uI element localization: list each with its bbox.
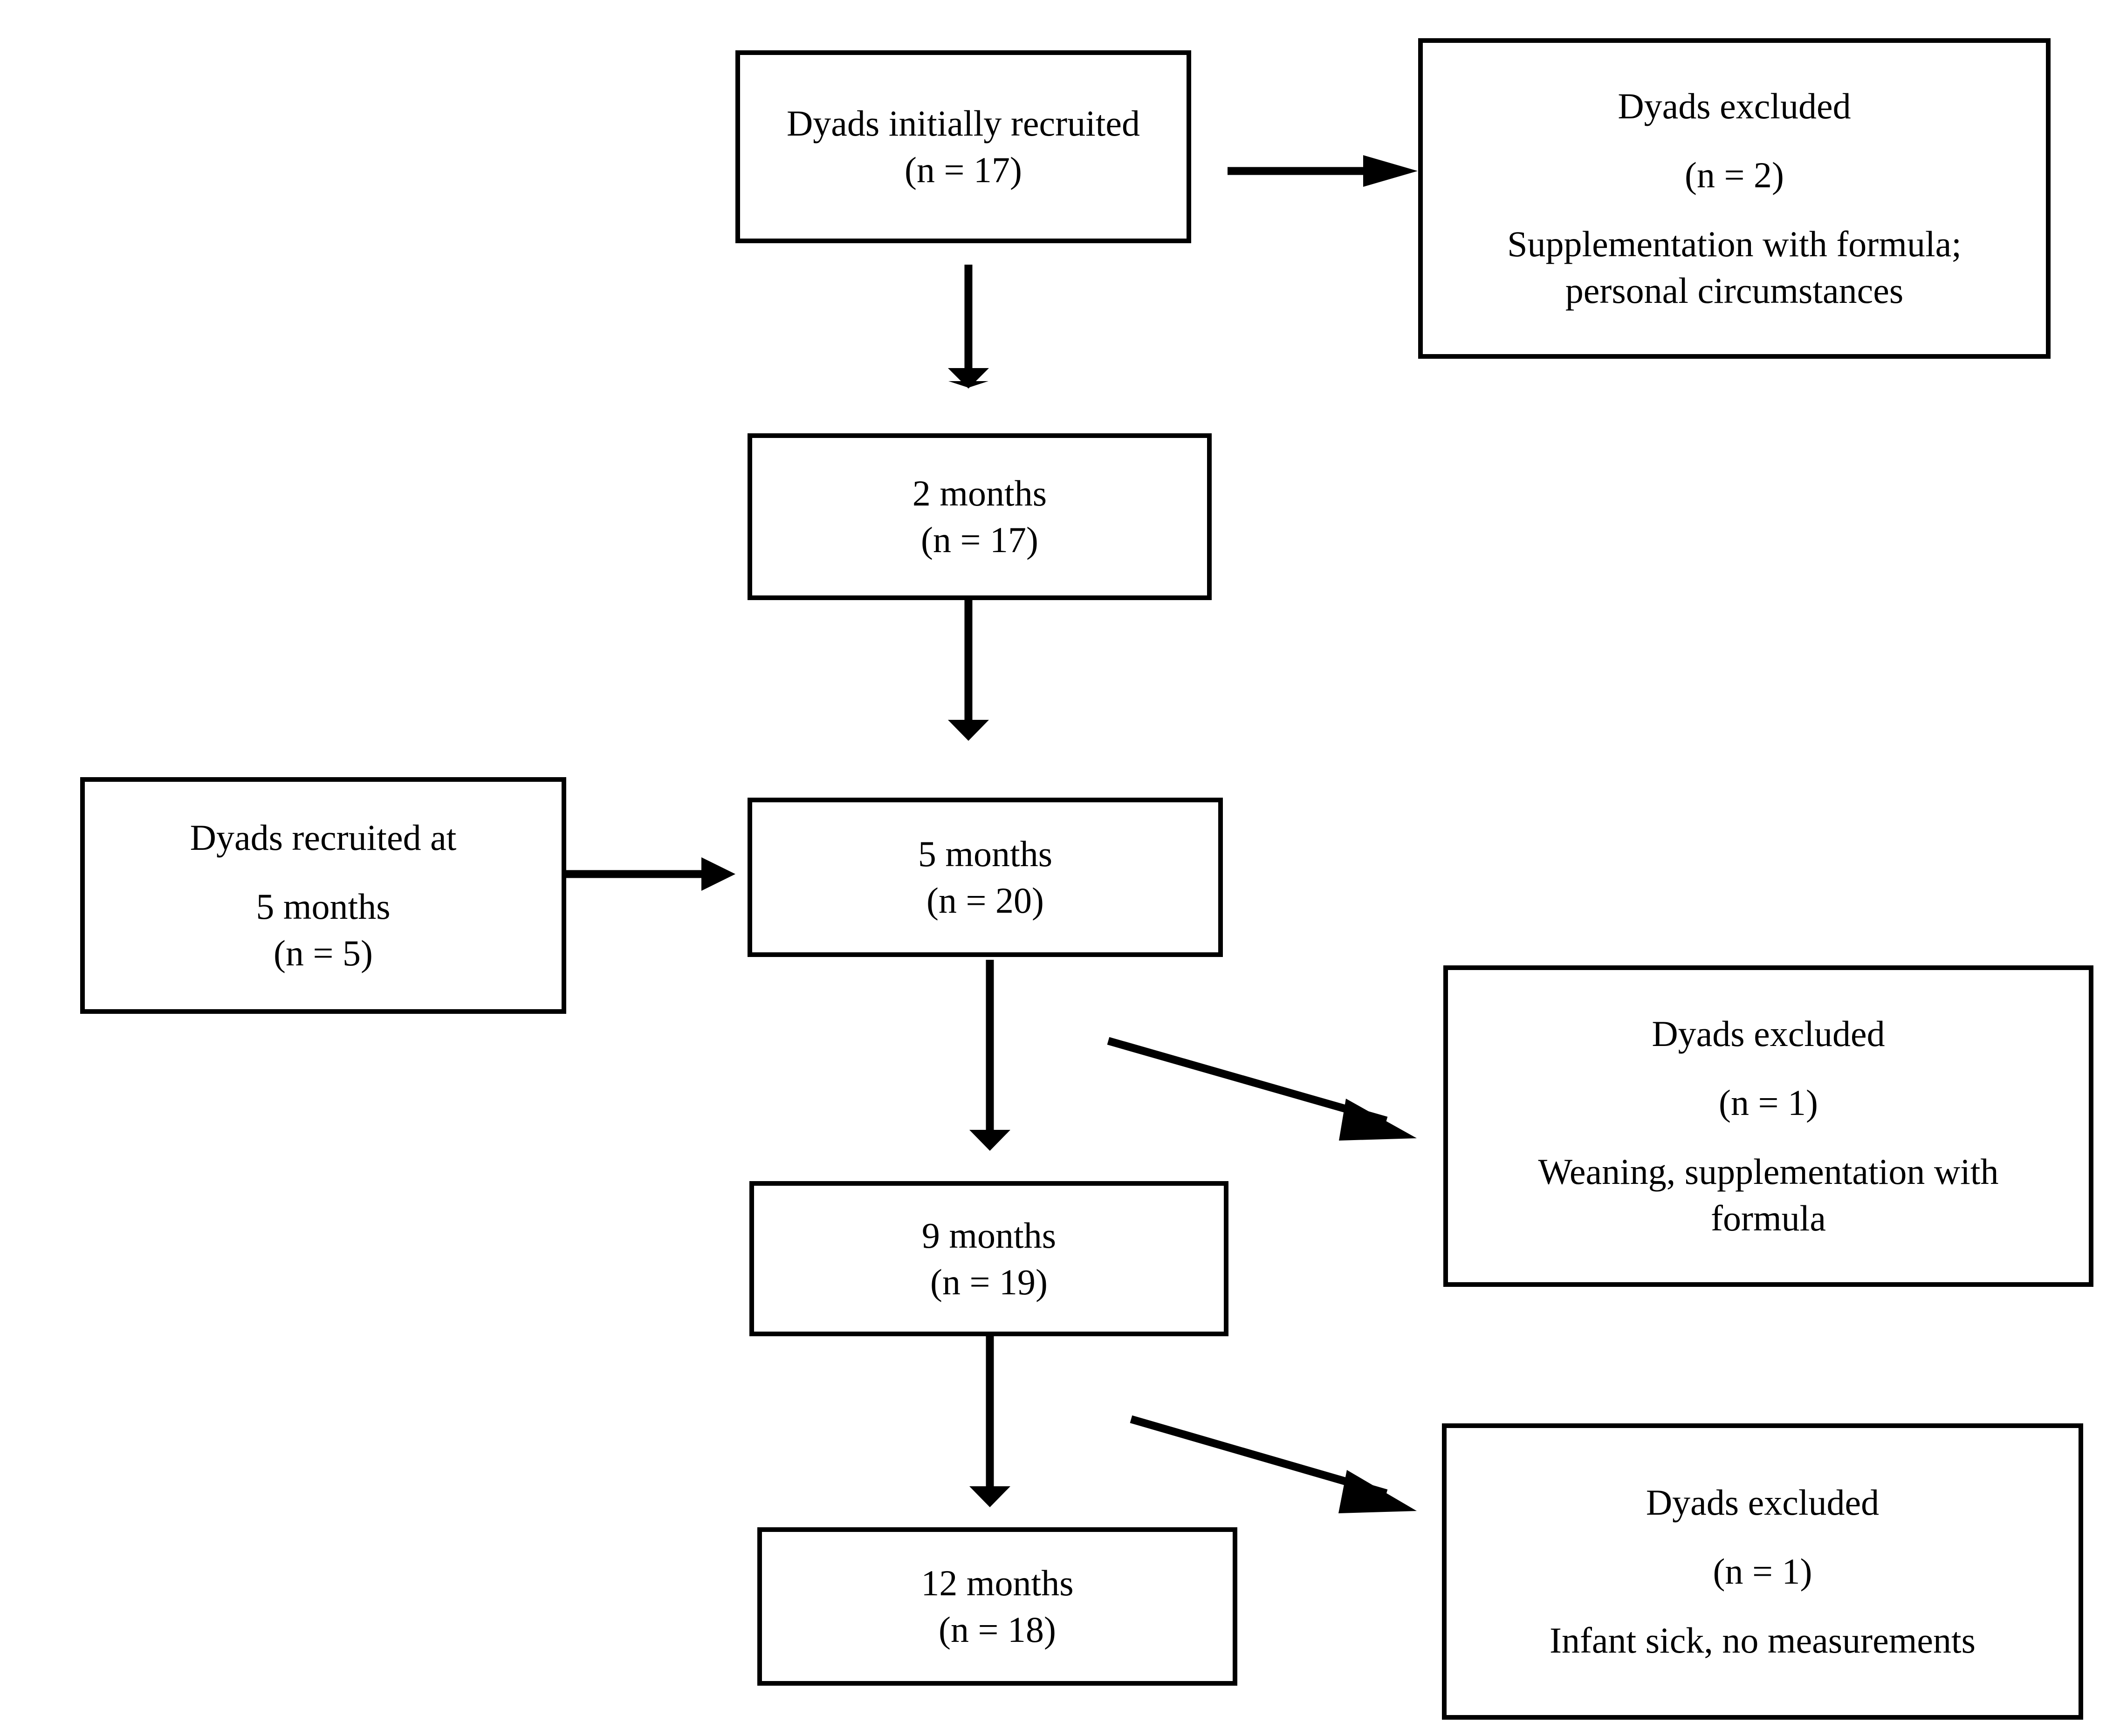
node-line: (n = 1) [1713,1551,1812,1592]
node-dyads-recruited-at-5-months[interactable]: Dyads recruited at 5 months (n = 5) [80,777,566,1014]
node-line: formula [1711,1198,1826,1239]
node-timepoint-5-months[interactable]: 5 months (n = 20) [748,798,1223,957]
node-line: (n = 20) [926,880,1044,921]
node-line: Dyads excluded [1618,85,1851,126]
arrow-recruited-to-excluded-baseline [1228,155,1418,187]
arrow-5-months-to-9-months [969,960,1010,1151]
node-dyads-excluded-baseline[interactable]: Dyads excluded (n = 2) Supplementation w… [1418,38,2051,359]
node-line: Supplementation with formula; [1507,224,1962,265]
node-timepoint-2-months[interactable]: 2 months (n = 17) [748,433,1212,600]
node-line: Dyads recruited at [190,817,457,858]
node-line: (n = 1) [1719,1082,1818,1123]
node-line: Dyads excluded [1652,1013,1885,1054]
arrow-5-months-to-excluded-weaning [1107,1037,1417,1141]
node-line: 12 months [921,1563,1074,1604]
node-line: 2 months [912,473,1047,514]
node-line: Infant sick, no measurements [1549,1620,1976,1661]
node-timepoint-12-months[interactable]: 12 months (n = 18) [757,1527,1237,1686]
node-dyads-excluded-weaning[interactable]: Dyads excluded (n = 1) Weaning, suppleme… [1443,965,2093,1287]
arrow-2-months-to-5-months [948,600,989,741]
node-line: Dyads excluded [1646,1482,1880,1523]
node-line: 5 months [918,834,1053,875]
node-line: (n = 19) [930,1261,1048,1302]
node-line: Weaning, supplementation with [1538,1151,1999,1192]
node-line: (n = 5) [274,933,373,974]
arrow-9-months-to-12-months [969,1336,1010,1507]
node-line: (n = 17) [921,519,1038,560]
node-line: 5 months [256,886,391,927]
arrow-9-months-to-excluded-sick [1130,1415,1417,1513]
node-timepoint-9-months[interactable]: 9 months (n = 19) [749,1181,1228,1336]
node-dyads-initially-recruited[interactable]: Dyads initially recruited (n = 17) [735,50,1191,243]
node-line: Dyads initially recruited [786,103,1140,144]
node-line: (n = 17) [905,150,1022,190]
node-line: (n = 18) [939,1609,1056,1650]
arrow-recruited-to-2-months [948,265,989,389]
node-line: 9 months [921,1215,1057,1256]
node-dyads-excluded-infant-sick[interactable]: Dyads excluded (n = 1) Infant sick, no m… [1442,1423,2083,1720]
node-line: (n = 2) [1685,155,1784,196]
node-line: personal circumstances [1565,270,1904,311]
arrow-recruited5-to-5-months [566,857,735,891]
